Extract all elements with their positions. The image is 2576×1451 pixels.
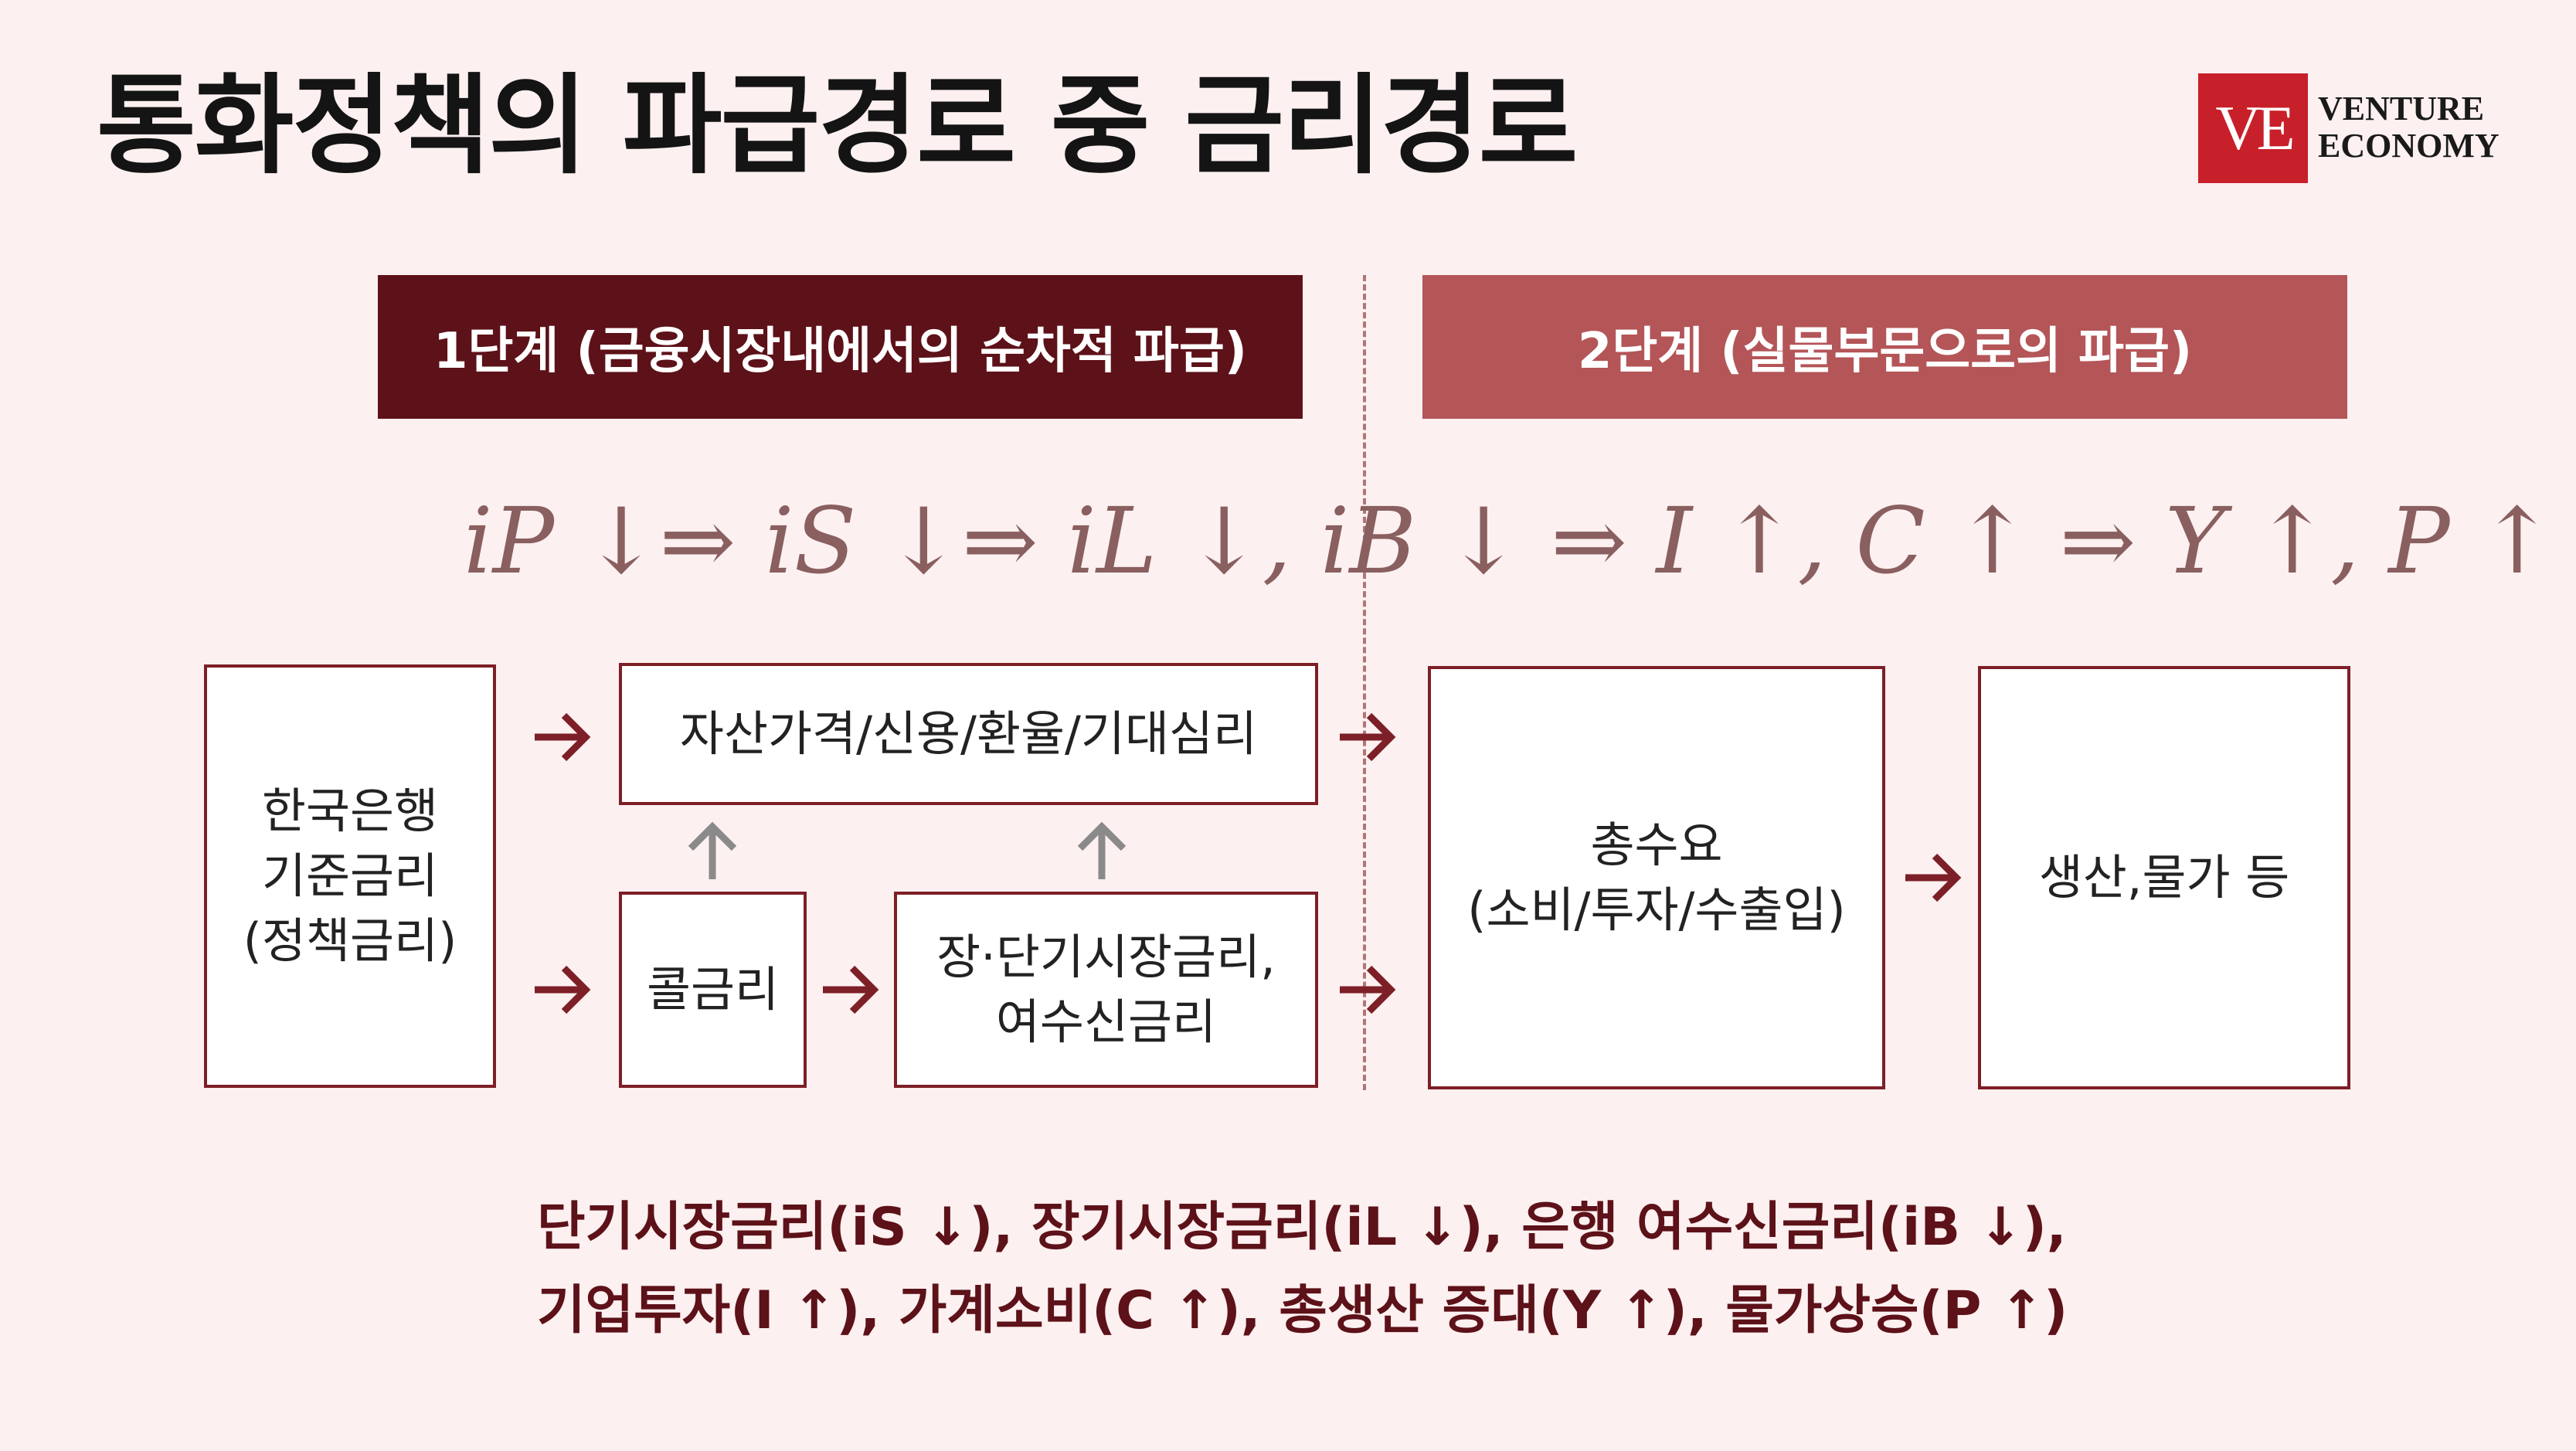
summary-line-1: 단기시장금리(iS ↓), 장기시장금리(iL ↓), 은행 여수신금리(iB … <box>537 1197 2067 1258</box>
right-arrow-icon <box>1340 712 1396 762</box>
logo-mark: VE <box>2198 73 2308 183</box>
up-arrow-icon <box>688 821 737 879</box>
market-rates-box: 장·단기시장금리, 여수신금리 <box>894 892 1318 1088</box>
summary-text: 단기시장금리(iS ↓), 장기시장금리(iL ↓), 은행 여수신금리(iB … <box>537 1186 2068 1353</box>
venture-economy-logo: VE VENTURE ECONOMY <box>2198 73 2500 183</box>
right-arrow-icon <box>1340 965 1396 1014</box>
right-arrow-icon <box>823 965 879 1014</box>
stage-1-header: 1단계 (금융시장내에서의 순차적 파급) <box>378 275 1303 419</box>
stage-divider <box>1363 275 1366 1090</box>
up-arrow-icon <box>1077 821 1127 879</box>
logo-line-1: VENTURE <box>2318 90 2485 127</box>
right-arrow-icon <box>535 965 591 1014</box>
logo-line-2: ECONOMY <box>2318 127 2500 165</box>
summary-line-2: 기업투자(I ↑), 가계소비(C ↑), 총생산 증대(Y ↑), 물가상승(… <box>537 1280 2068 1341</box>
production-prices-box: 생산,물가 등 <box>1978 666 2350 1089</box>
asset-prices-box: 자산가격/신용/환율/기대심리 <box>619 663 1318 805</box>
right-arrow-icon <box>1905 853 1962 902</box>
right-arrow-icon <box>535 712 591 762</box>
page-title: 통화정책의 파급경로 중 금리경로 <box>97 63 1578 189</box>
aggregate-demand-box: 총수요 (소비/투자/수출입) <box>1428 666 1885 1089</box>
logo-text: VENTURE ECONOMY <box>2318 90 2500 165</box>
stage-2-header: 2단계 (실물부문으로의 파급) <box>1422 275 2347 419</box>
bok-base-rate-box: 한국은행 기준금리 (정책금리) <box>204 664 496 1088</box>
transmission-formula: iP ↓⇒ iS ↓⇒ iL ↓, iB ↓ ⇒ I ↑, C ↑ ⇒ Y ↑,… <box>464 488 2556 594</box>
call-rate-box: 콜금리 <box>619 892 807 1088</box>
